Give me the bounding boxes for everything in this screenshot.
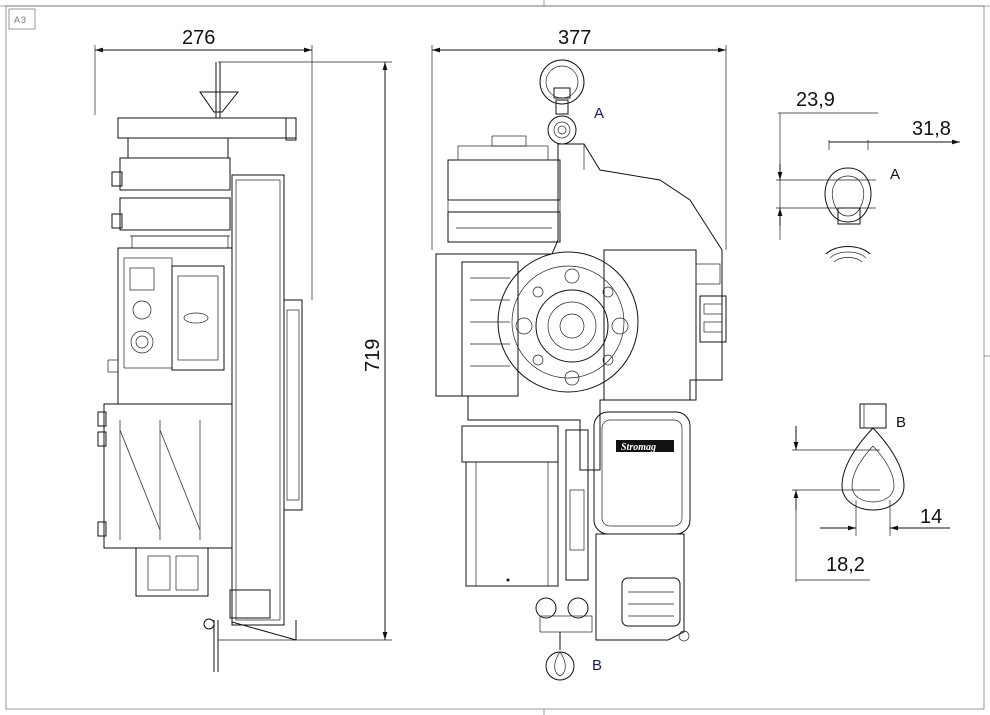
top-eye-hook: A	[539, 59, 604, 145]
detail-b-label: B	[896, 414, 906, 431]
hook-bottom-label: B	[592, 657, 602, 674]
side-width-dimension: 276	[94, 27, 313, 300]
height-label: 719	[362, 339, 384, 372]
detail-a-dim-top: 23,9	[796, 89, 835, 111]
nameplate-brand-text: Stromag	[621, 442, 656, 453]
hook-top-label: A	[594, 105, 604, 122]
sheet-size-tag: A3	[14, 15, 27, 25]
bottom-eye-hook: B	[545, 651, 602, 681]
front-width-label: 377	[558, 27, 591, 49]
detail-a-dim-right: 31,8	[912, 118, 951, 140]
side-width-label: 276	[182, 27, 215, 49]
detail-b-dim-right: 14	[920, 506, 942, 528]
front-width-dimension: 377	[431, 27, 727, 250]
side-view: 276 719	[94, 27, 392, 672]
front-view: 377 A	[431, 27, 727, 681]
detail-b-dim-bottom: 18,2	[826, 554, 865, 576]
detail-a-label: A	[890, 166, 900, 183]
brand-nameplate: Stromag	[593, 411, 691, 535]
height-dimension: 719	[218, 61, 392, 641]
detail-b: B 14 18,2	[792, 403, 950, 582]
detail-a: A 23,9 31,8	[776, 89, 960, 263]
